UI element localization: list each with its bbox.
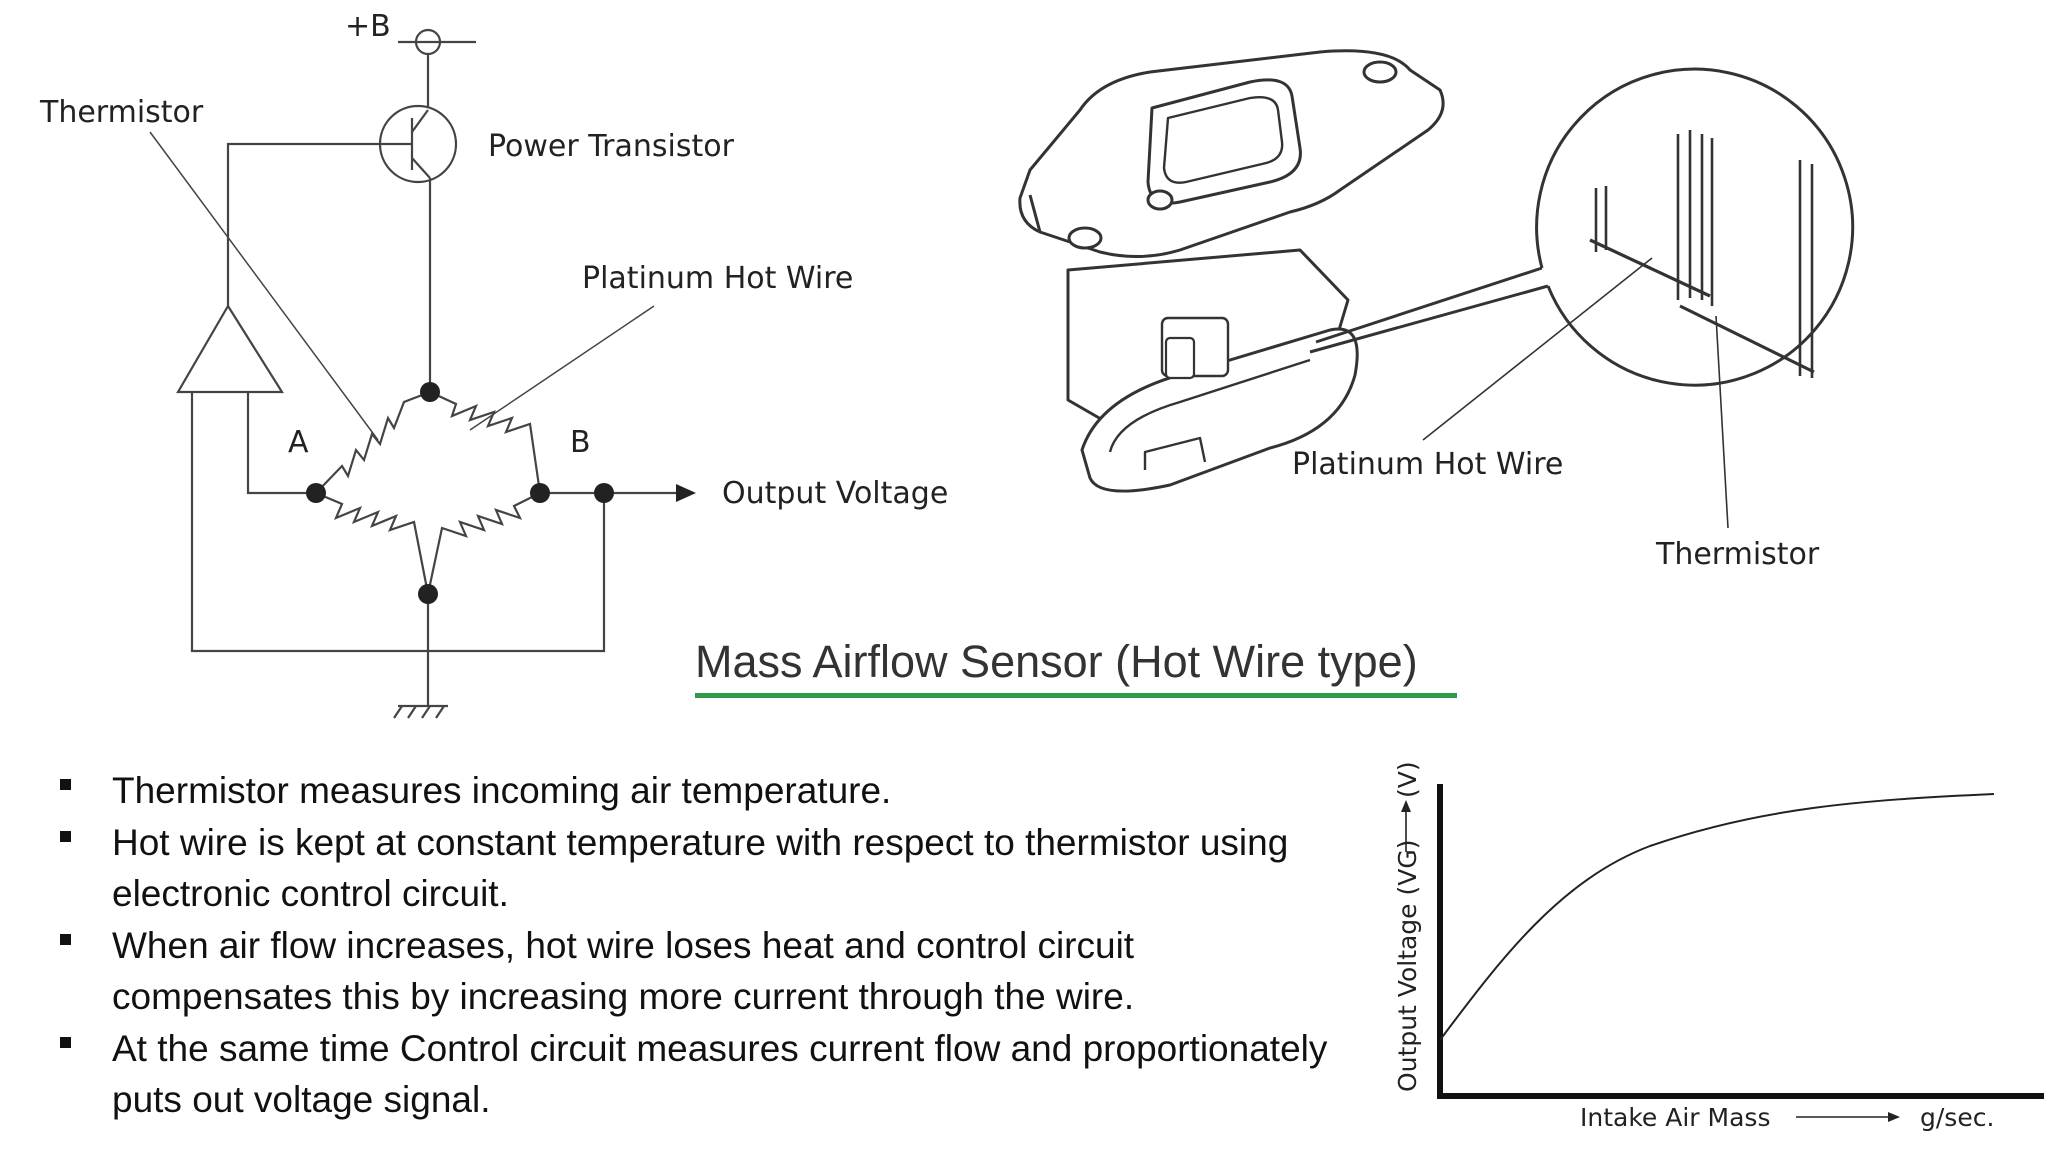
bullet-square-icon bbox=[60, 1036, 71, 1048]
graph-x-label: Intake Air Mass bbox=[1580, 1103, 1770, 1132]
bullet-square-icon bbox=[60, 830, 71, 842]
title-underline bbox=[695, 693, 1457, 698]
list-item: Thermistor measures incoming air tempera… bbox=[48, 765, 1348, 817]
magnifier-circle bbox=[1535, 67, 1855, 387]
magnified-hot-wire bbox=[1589, 238, 1711, 298]
hot-wire-label: Platinum Hot Wire bbox=[582, 261, 853, 296]
graph-y-arrow-icon bbox=[1401, 800, 1411, 812]
graph-y-label: Output Voltage (VG) bbox=[1393, 840, 1422, 1093]
sensor-thermistor-label: Thermistor bbox=[1655, 537, 1820, 572]
output-voltage-label: Output Voltage bbox=[722, 476, 948, 511]
node-b-label: B bbox=[570, 425, 591, 460]
thermistor-leader bbox=[149, 131, 379, 441]
node-top bbox=[420, 382, 440, 402]
graph-y-unit: (V) bbox=[1393, 761, 1422, 798]
node-bottom bbox=[418, 584, 438, 604]
bullet-square-icon bbox=[60, 779, 71, 790]
output-arrow-icon bbox=[676, 484, 696, 502]
graph-x-unit: g/sec. bbox=[1920, 1103, 1994, 1132]
amplifier-symbol bbox=[176, 303, 284, 394]
supply-label: +B bbox=[345, 9, 391, 44]
sensor-hot-wire-label: Platinum Hot Wire bbox=[1292, 447, 1563, 482]
thermistor-resistor bbox=[315, 390, 431, 494]
list-item: Hot wire is kept at constant temperature… bbox=[48, 817, 1348, 920]
graph-x-arrow-icon bbox=[1888, 1112, 1900, 1122]
graph-curve bbox=[1439, 793, 1995, 1041]
bullet-list: Thermistor measures incoming air tempera… bbox=[48, 765, 1348, 1126]
list-item: When air flow increases, hot wire loses … bbox=[48, 920, 1348, 1023]
callout-line-lower bbox=[1309, 284, 1549, 354]
bridge-resistor-lower-left bbox=[315, 491, 430, 595]
sensor-thermistor-leader bbox=[1715, 315, 1729, 529]
node-a-label: A bbox=[288, 425, 309, 460]
feedback-loop-wire bbox=[190, 392, 606, 653]
bullet-square-icon bbox=[60, 933, 71, 945]
callout-line-upper bbox=[1315, 266, 1543, 344]
amplifier-output-wire bbox=[226, 142, 338, 306]
hot-wire-leader bbox=[469, 305, 655, 431]
diagram-title: Mass Airflow Sensor (Hot Wire type) bbox=[695, 636, 1418, 687]
magnified-wires bbox=[1589, 130, 1815, 378]
node-output bbox=[594, 483, 614, 503]
input-a-wire bbox=[246, 392, 316, 495]
transistor-label: Power Transistor bbox=[488, 129, 735, 164]
bridge-resistor-lower-right bbox=[426, 492, 541, 595]
thermistor-label: Thermistor bbox=[39, 95, 204, 130]
node-b bbox=[530, 483, 550, 503]
sensor-hot-wire-leader bbox=[1422, 257, 1653, 441]
list-item: At the same time Control circuit measure… bbox=[48, 1023, 1348, 1126]
node-a bbox=[306, 483, 326, 503]
magnified-thermistor bbox=[1679, 304, 1815, 374]
hot-wire-resistor bbox=[429, 391, 542, 494]
